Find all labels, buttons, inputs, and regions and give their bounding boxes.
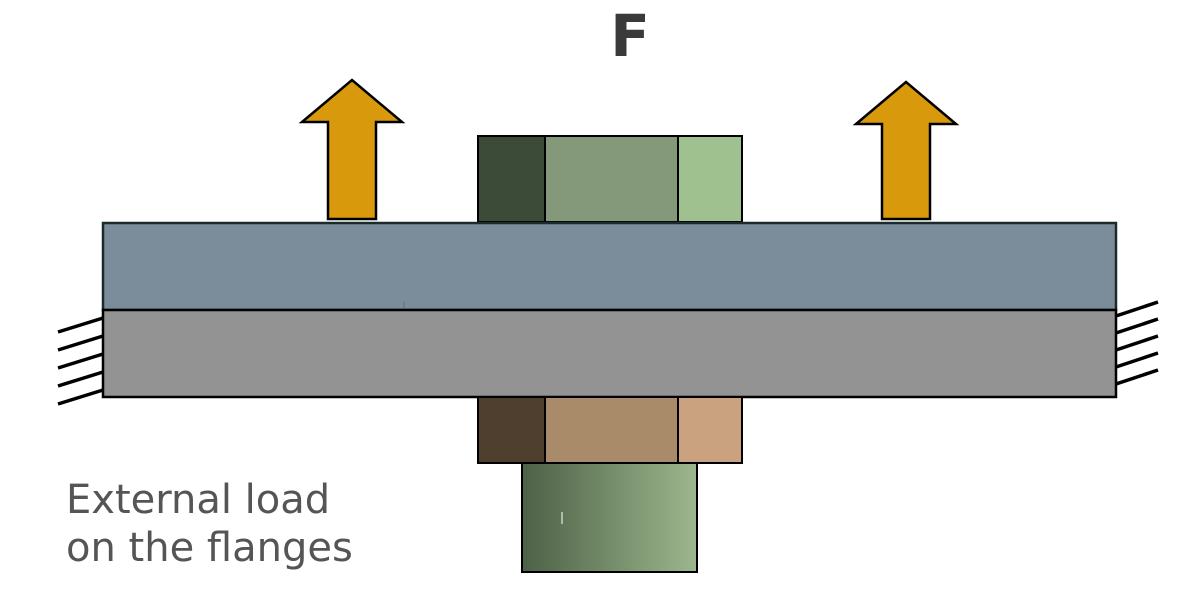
lower-flange	[101, 308, 1118, 399]
nut-face-center	[544, 396, 679, 464]
bolt-head-face-right	[677, 135, 743, 223]
external-load-caption: External load on the flanges	[66, 476, 426, 572]
bolt-head-face-left	[477, 135, 546, 223]
bolt-shank	[521, 462, 698, 573]
force-arrow-right	[852, 80, 960, 221]
nut	[477, 396, 743, 464]
nut-face-right	[677, 396, 743, 464]
force-label: F	[610, 2, 650, 70]
upper-flange	[101, 221, 1118, 312]
caption-line-2: on the flanges	[66, 525, 353, 571]
caption-line-1: External load	[66, 477, 331, 523]
nut-face-left	[477, 396, 546, 464]
force-arrow-left	[298, 78, 406, 221]
fixed-support-left	[57, 316, 104, 406]
fixed-support-right	[1115, 300, 1159, 386]
bolt-head	[477, 135, 743, 223]
bolt-head-face-center	[544, 135, 679, 223]
